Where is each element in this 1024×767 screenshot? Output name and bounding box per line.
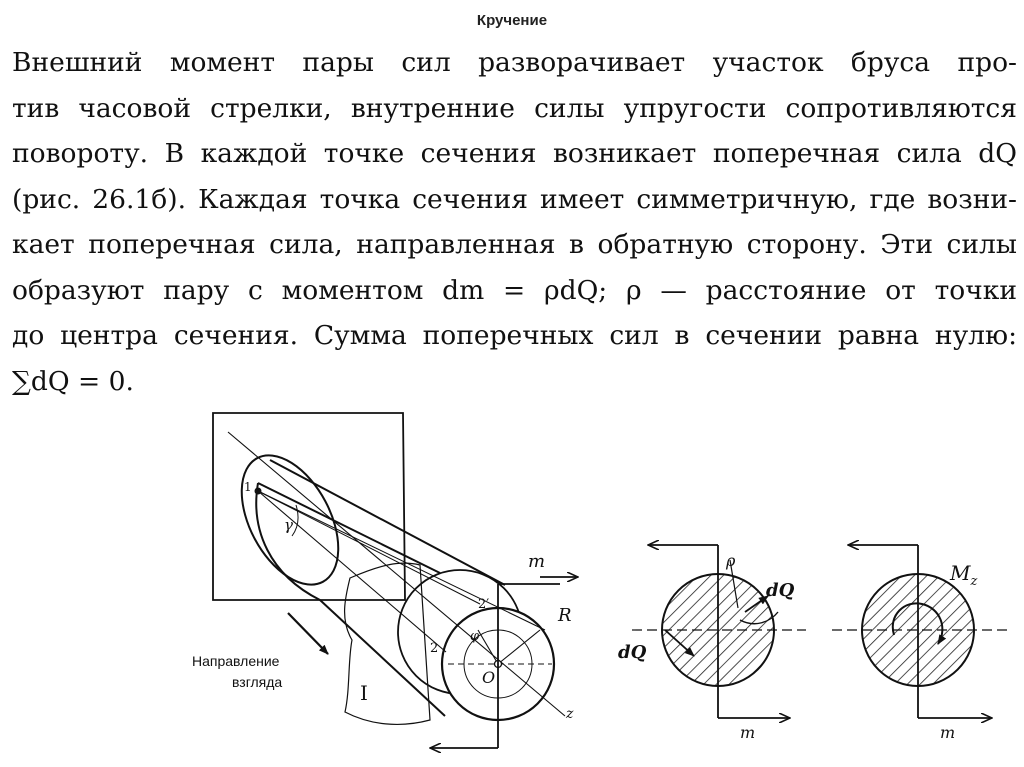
text-line: повороту. В каждой точке сечения возника… xyxy=(12,138,1017,169)
text-line: (рис. 26.1б). Каждая точка сечения имеет… xyxy=(12,183,1017,215)
view-direction-label: Направление xyxy=(192,653,280,669)
figure-c-section: Mz m xyxy=(832,545,1010,742)
wall-plate xyxy=(212,412,406,601)
text-line: тив часовой стрелки, внутренние силы упр… xyxy=(12,92,1017,124)
figure-b-section: ρ dQ dQ m xyxy=(618,545,806,742)
text-line: кает поперечная сила, направленная в обр… xyxy=(12,229,1017,260)
body-paragraph: Внешний момент пары сил разворачивает уч… xyxy=(12,40,1017,404)
fig-a-label-1: 1 xyxy=(244,480,252,494)
page-title: Кручение xyxy=(476,12,548,29)
fig-b-label-m: m xyxy=(740,723,755,742)
text-line: образуют пару с моментом dm = ρdQ; ρ — р… xyxy=(12,274,1017,306)
fig-a-label-2: 2 xyxy=(430,641,438,656)
fig-a-label-m: m xyxy=(528,551,545,572)
fig-b-label-rho: ρ xyxy=(725,551,736,570)
view-direction-label-2: взгляда xyxy=(232,674,282,690)
fig-a-label-r: R xyxy=(557,605,572,626)
fig-a-label-z: z xyxy=(565,706,574,722)
cylinder-back-end xyxy=(240,454,340,586)
figure-a-shaft: m R O z 1 2 2′ γ φ I Направление взгляда xyxy=(192,412,578,748)
fig-a-label-o: O xyxy=(482,668,495,687)
fig-a-label-phi: φ xyxy=(470,629,480,644)
fig-c-label-mz: Mz xyxy=(949,561,977,589)
fig-a-label-2prime: 2′ xyxy=(478,597,489,612)
fig-a-label-gamma: γ xyxy=(284,516,293,534)
fig-a-label-region-i: I xyxy=(360,681,368,705)
point-1 xyxy=(254,487,262,495)
text-line: до центра сечения. Сумма поперечных сил … xyxy=(12,320,1017,351)
text-line-formula: ∑dQ = 0. xyxy=(12,365,134,397)
text-line: Внешний момент пары сил разворачивает уч… xyxy=(12,47,1017,78)
fig-c-label-m: m xyxy=(940,723,955,742)
fig-b-label-dq-left: dQ xyxy=(618,642,647,663)
fig-b-label-dq-top: dQ xyxy=(766,580,795,601)
